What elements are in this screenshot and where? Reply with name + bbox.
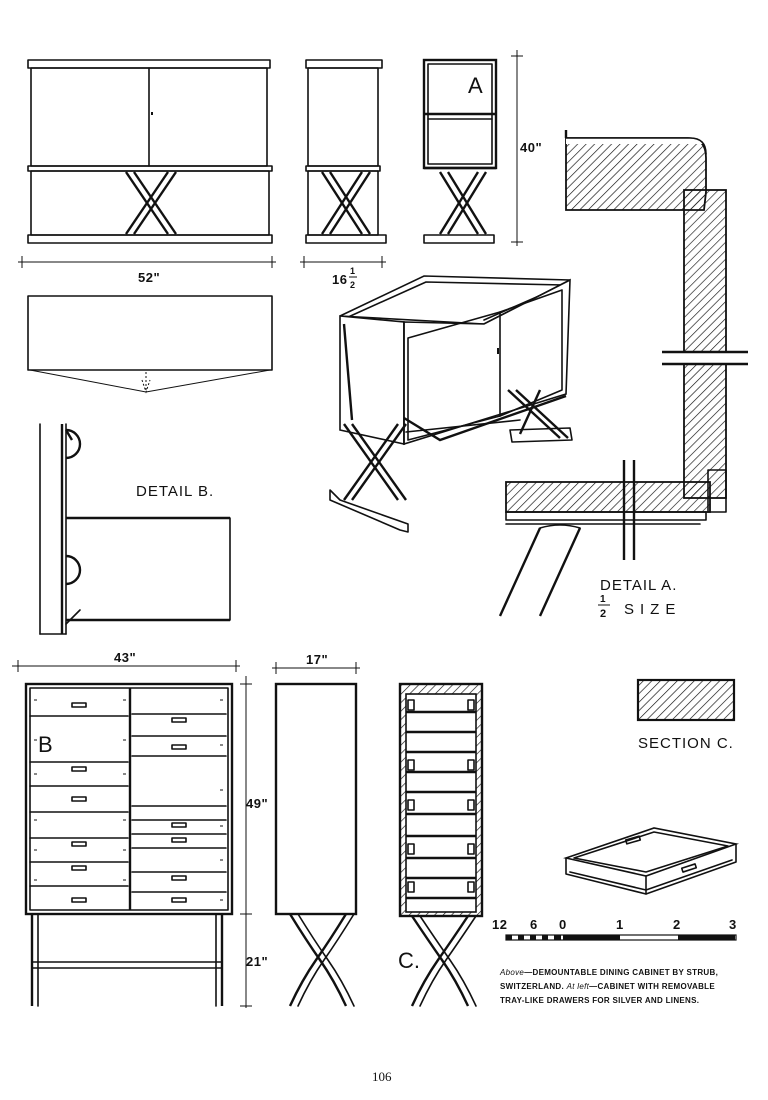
scale-tick-3: 3 <box>729 917 737 932</box>
scale-tick-12: 12 <box>492 917 507 932</box>
section-b-label: B <box>38 732 53 757</box>
scale-bar: 12 6 0 1 2 3 <box>492 917 737 941</box>
caption-line1: —DEMOUNTABLE DINING CABINET BY STRUB, <box>524 968 718 977</box>
dimension-49-label: 49" <box>246 796 268 811</box>
scale-tick-6: 6 <box>530 917 538 932</box>
caption-at-left: At left <box>566 982 590 991</box>
dimension-40: 40" <box>511 50 542 246</box>
caption-line3: TRAY-LIKE DRAWERS FOR SILVER AND LINENS. <box>500 996 699 1005</box>
detail-a-scale-den: 2 <box>600 608 607 620</box>
dimension-43: 43" <box>12 650 240 672</box>
dimension-52: 52" <box>18 256 276 285</box>
dimension-16-half: 16 1 2 <box>300 256 386 290</box>
detail-a-caption: DETAIL A. 1 2 SIZE <box>598 577 681 620</box>
detail-a-scale-word: SIZE <box>624 601 681 618</box>
detail-a-section <box>498 130 748 617</box>
section-c-label: SECTION C. <box>638 735 734 752</box>
drawer-cabinet-front-elevation: B <box>24 682 234 1007</box>
section-c-mark: C. <box>398 948 420 973</box>
detail-b-label: DETAIL B. <box>136 483 214 500</box>
scale-tick-1: 1 <box>616 917 624 932</box>
dimension-21-label: 21" <box>246 954 268 969</box>
page-number: 106 <box>372 1069 392 1084</box>
detail-b-view: DETAIL B. <box>39 423 231 635</box>
dimension-16-frac-den: 2 <box>350 280 356 290</box>
dining-cabinet-perspective <box>329 275 573 533</box>
dimension-16-label: 16 <box>332 272 347 287</box>
svg-text:Above—DEMOUNTABLE DINING CABIN: Above—DEMOUNTABLE DINING CABINET BY STRU… <box>499 968 718 977</box>
dimension-17-label: 17" <box>306 652 328 667</box>
scale-tick-2: 2 <box>673 917 681 932</box>
dimension-16-frac-num: 1 <box>350 266 356 276</box>
dimension-49-21: 49" 21" <box>240 676 268 1008</box>
detail-a-label: DETAIL A. <box>600 577 677 594</box>
caption-line2b: —CABINET WITH REMOVABLE <box>589 982 715 991</box>
dimension-40-label: 40" <box>520 140 542 155</box>
figure-caption: Above—DEMOUNTABLE DINING CABINET BY STRU… <box>499 968 718 1005</box>
section-c-sample: SECTION C. <box>636 678 736 752</box>
drawer-cabinet-side-elevation: 17" <box>272 652 360 1007</box>
plan-view <box>27 295 273 394</box>
dining-cabinet-side-elevation <box>305 59 387 244</box>
section-a-view: A <box>422 58 498 244</box>
dimension-43-label: 43" <box>114 650 136 665</box>
dining-cabinet-front-elevation <box>27 59 273 244</box>
removable-tray <box>563 827 740 895</box>
section-c-view: C. <box>398 682 484 1007</box>
detail-a-scale-num: 1 <box>600 594 606 605</box>
svg-text:SWITZERLAND. At left—CAB: SWITZERLAND. At left—CABINET WITH REMOVA… <box>500 982 715 991</box>
caption-above: Above <box>499 968 524 977</box>
dimension-52-label: 52" <box>138 270 160 285</box>
section-a-label: A <box>468 73 483 98</box>
scale-tick-0: 0 <box>559 917 567 932</box>
caption-line2a: SWITZERLAND. <box>500 982 564 991</box>
